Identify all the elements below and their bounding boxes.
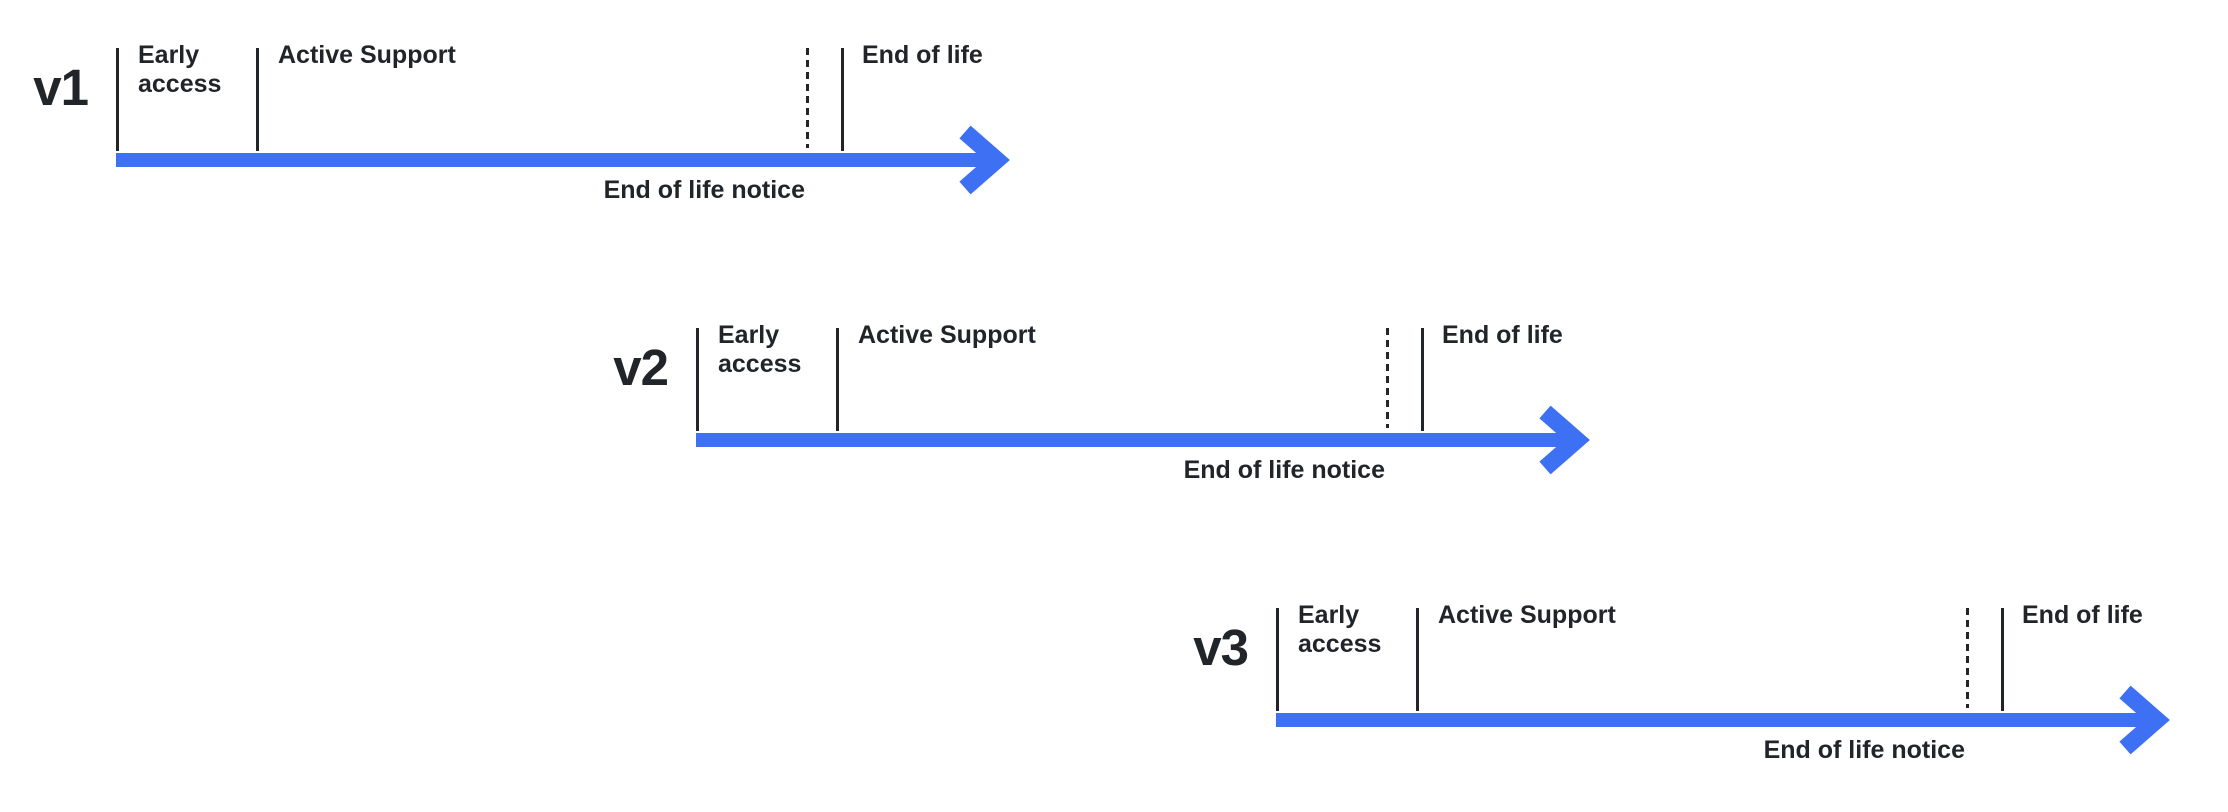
end-of-life-tick [2001, 608, 2004, 711]
early-access-start-tick [1276, 608, 1279, 711]
end-of-life-notice-tick [1966, 608, 1969, 708]
version-label: v3 [1193, 619, 1249, 676]
timeline-v1: v1 Early access Active Support End of li… [0, 0, 1030, 215]
arrow-right-icon [2119, 685, 2170, 755]
end-of-life-notice-label: End of life notice [603, 176, 805, 204]
end-of-life-notice-tick [806, 48, 809, 148]
active-support-start-tick [256, 48, 259, 151]
timeline-v3: v3 Early access Active Support End of li… [1160, 560, 2190, 775]
timeline-bar [1276, 713, 2146, 727]
end-of-life-notice-label: End of life notice [1183, 456, 1385, 484]
end-of-life-notice-label: End of life notice [1763, 736, 1965, 764]
early-access-start-tick [696, 328, 699, 431]
end-of-life-tick [1421, 328, 1424, 431]
early-access-label: Early access [1298, 601, 1382, 658]
timeline-bar [116, 153, 986, 167]
timeline-v2: v2 Early access Active Support End of li… [580, 280, 1610, 495]
active-support-label: Active Support [858, 321, 1036, 349]
early-access-label: Early access [138, 41, 222, 98]
active-support-start-tick [836, 328, 839, 431]
active-support-label: Active Support [278, 41, 456, 69]
end-of-life-label: End of life [862, 41, 983, 69]
end-of-life-tick [841, 48, 844, 151]
early-access-label: Early access [718, 321, 802, 378]
active-support-start-tick [1416, 608, 1419, 711]
arrow-right-icon [1539, 405, 1590, 475]
active-support-label: Active Support [1438, 601, 1616, 629]
early-access-start-tick [116, 48, 119, 151]
end-of-life-label: End of life [2022, 601, 2143, 629]
version-label: v2 [613, 339, 669, 396]
version-label: v1 [33, 59, 89, 116]
end-of-life-notice-tick [1386, 328, 1389, 428]
arrow-right-icon [959, 125, 1010, 195]
end-of-life-label: End of life [1442, 321, 1563, 349]
timeline-bar [696, 433, 1566, 447]
